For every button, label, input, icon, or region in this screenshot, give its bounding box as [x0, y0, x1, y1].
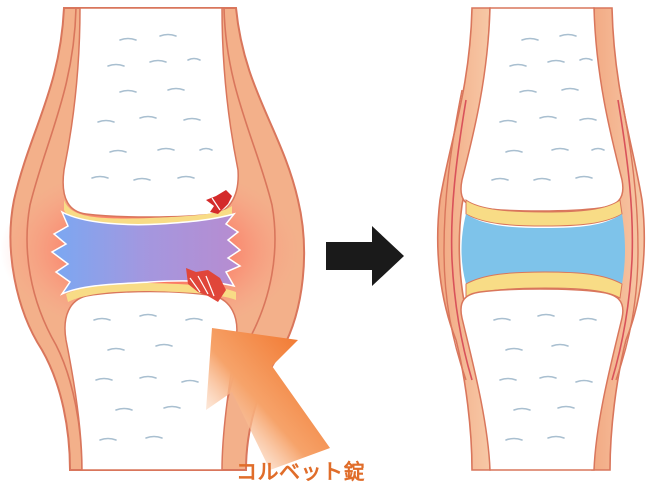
- inflamed-joint: [0, 8, 330, 470]
- healthy-joint: [438, 8, 645, 470]
- drug-name-label: コルベット錠: [236, 456, 396, 486]
- inflamed-upper-bone: [63, 8, 238, 217]
- right-arrow-icon: [326, 226, 404, 286]
